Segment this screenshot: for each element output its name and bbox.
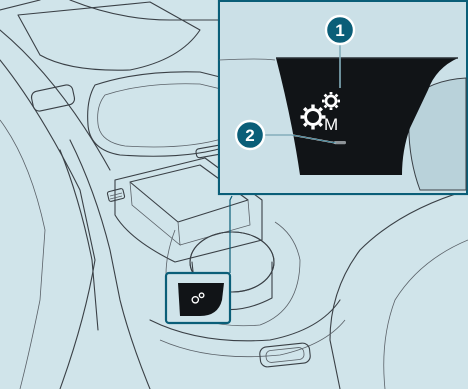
dashboard-top [0, 0, 231, 21]
mode-letter: M [324, 115, 338, 134]
detail-inset: M 1 2 [217, 0, 468, 196]
svg-text:1: 1 [335, 21, 344, 40]
lower-console-switch [259, 342, 311, 368]
drive-program-button [276, 58, 458, 175]
upper-tray [17, 1, 201, 71]
callout-1: 1 [324, 14, 356, 46]
storage-tray [87, 71, 233, 157]
console-switch [30, 84, 76, 112]
svg-text:2: 2 [245, 126, 254, 145]
gears-icon: M [300, 92, 340, 134]
gears-icon-small [191, 292, 205, 304]
callout-2: 2 [234, 119, 266, 151]
left-trim-panel [0, 29, 111, 389]
indicator-lamp [334, 141, 346, 145]
touchpad-side-button [106, 188, 126, 202]
touchpad-housing [114, 157, 263, 263]
drive-program-button-small [178, 283, 224, 316]
right-seat-edge [329, 189, 468, 389]
